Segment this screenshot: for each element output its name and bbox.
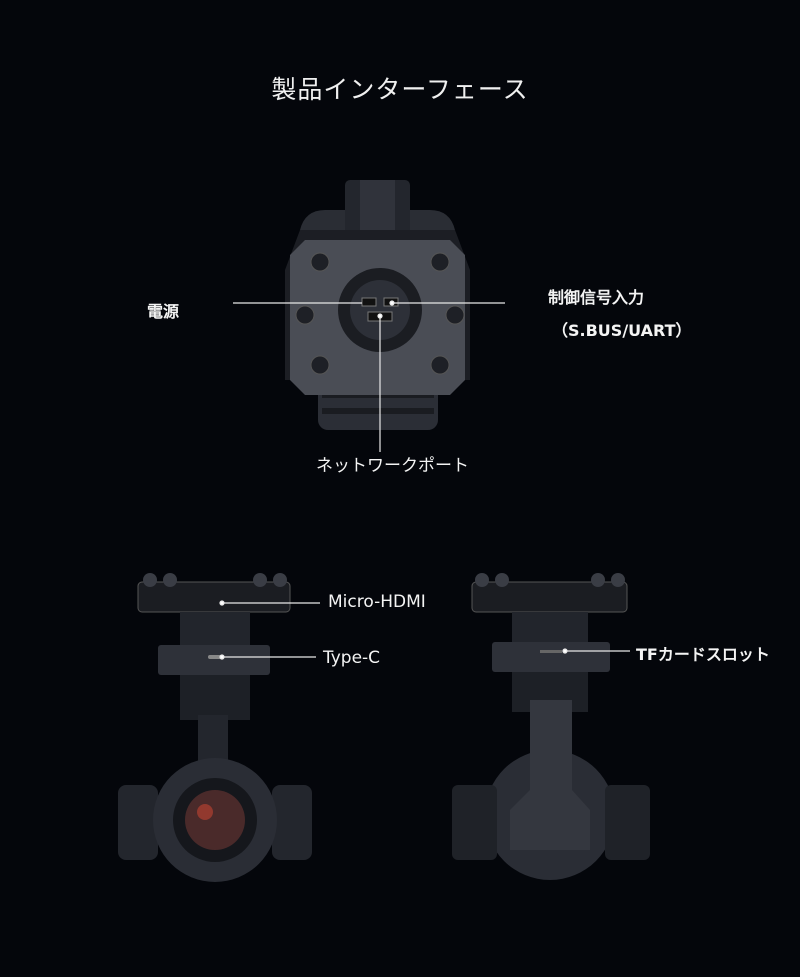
top-gimbal-image bbox=[285, 180, 470, 430]
bottom-left-gimbal-image bbox=[118, 573, 312, 882]
label-control-signal-sub: （S.BUS/UART） bbox=[552, 321, 692, 340]
label-power: 電源 bbox=[147, 302, 180, 321]
page-title: 製品インターフェース bbox=[271, 75, 529, 104]
label-micro-hdmi: Micro-HDMI bbox=[328, 592, 426, 612]
label-control-signal: 制御信号入力 bbox=[548, 288, 645, 307]
bottom-left-callout-lines bbox=[219, 600, 320, 660]
top-callout-lines bbox=[233, 300, 505, 452]
bottom-right-callout-lines bbox=[562, 648, 630, 654]
label-tf-card-slot: TFカードスロット bbox=[636, 645, 770, 664]
bottom-right-gimbal-image bbox=[452, 573, 650, 880]
label-type-c: Type-C bbox=[323, 648, 381, 668]
label-network-port: ネットワークポート bbox=[316, 456, 469, 476]
